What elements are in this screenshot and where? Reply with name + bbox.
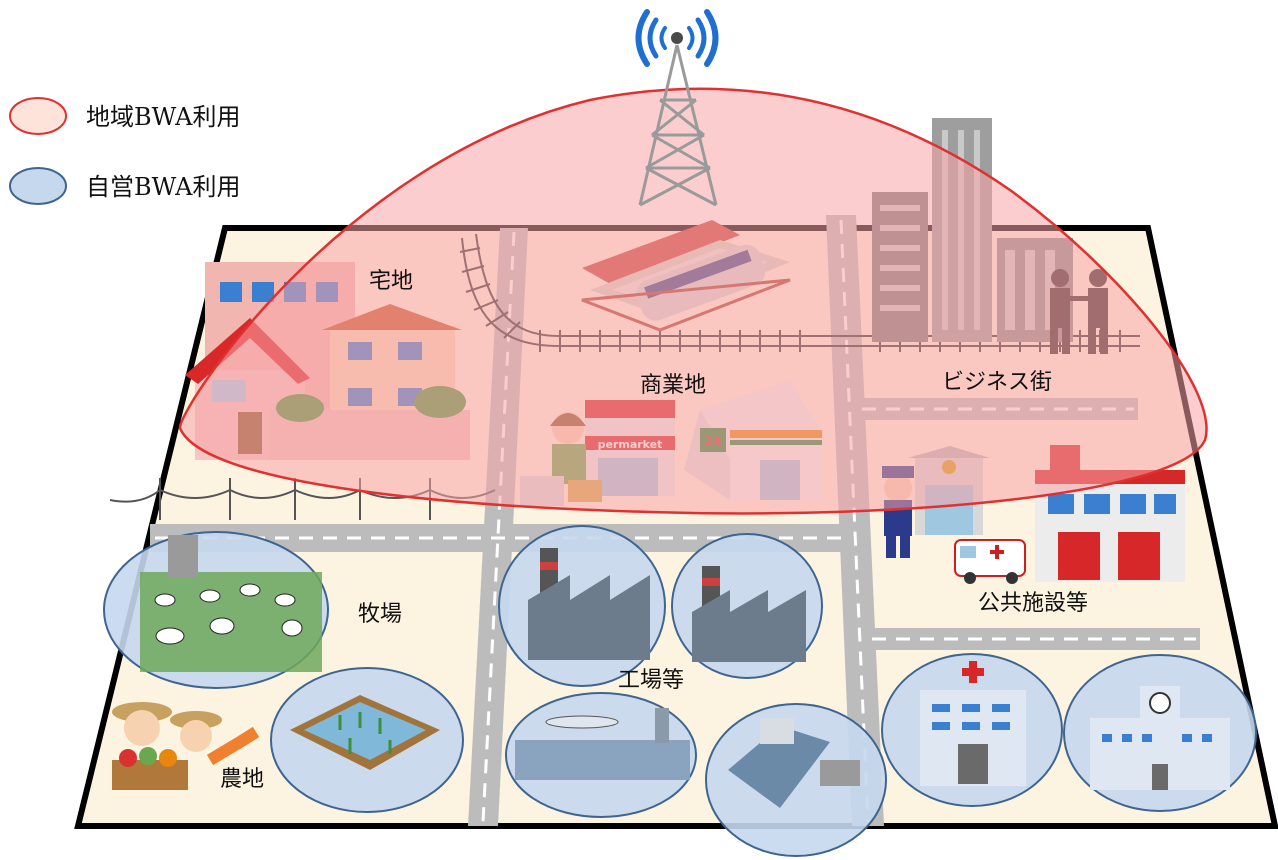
airport-icon bbox=[505, 692, 697, 818]
legend-swatch-private bbox=[9, 167, 67, 205]
school-icon bbox=[1063, 654, 1257, 812]
antenna-tower-icon bbox=[635, 9, 719, 207]
area-label-ranch: 牧場 bbox=[358, 602, 402, 627]
area-label-business: ビジネス街 bbox=[942, 370, 1052, 395]
rice-field-icon bbox=[270, 667, 464, 813]
area-label-residential: 宅地 bbox=[369, 269, 413, 294]
legend-label-regional: 地域BWA利用 bbox=[86, 103, 240, 131]
hospital-icon bbox=[881, 653, 1063, 807]
factory-icon bbox=[498, 525, 666, 687]
road-horizontal-public bbox=[868, 628, 1200, 650]
ambulance-icon bbox=[954, 539, 1026, 584]
signal-waves-icon bbox=[635, 9, 719, 67]
factory-icon bbox=[671, 533, 823, 679]
area-label-commercial: 商業地 bbox=[640, 373, 706, 398]
legend-swatch-regional bbox=[9, 97, 67, 135]
regional-bwa-coverage bbox=[178, 87, 1208, 515]
legend-label-private: 自営BWA利用 bbox=[86, 173, 240, 201]
area-label-farmland: 農地 bbox=[220, 767, 264, 792]
farmers-icon bbox=[112, 702, 260, 790]
area-label-public: 公共施設等 bbox=[978, 591, 1088, 616]
cow-pasture-icon bbox=[103, 531, 329, 689]
legend: 地域BWA利用 自営BWA利用 bbox=[9, 97, 240, 205]
port-ship-icon bbox=[705, 703, 887, 857]
area-label-factory: 工場等 bbox=[618, 668, 684, 693]
